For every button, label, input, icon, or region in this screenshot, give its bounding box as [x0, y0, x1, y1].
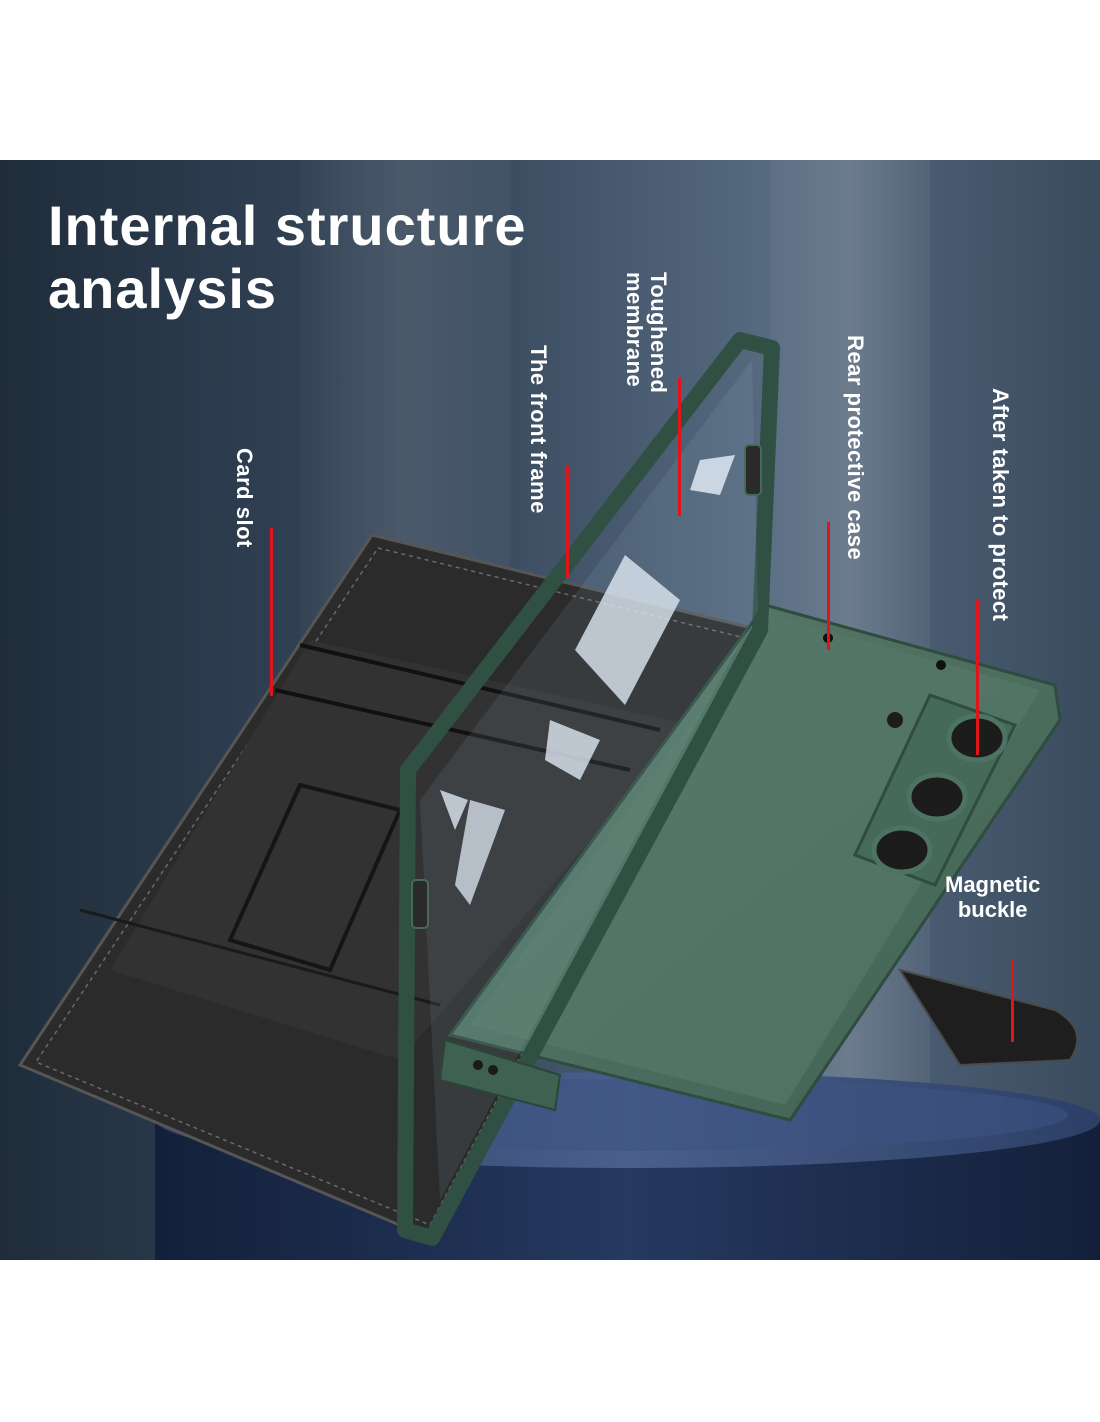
case-hinge [438, 1038, 562, 1112]
label-card-slot: Card slot [232, 448, 257, 548]
magnetic-buckle-strap [897, 968, 1079, 1067]
label-after-taken-to-protect: After taken to protect [988, 388, 1013, 622]
title-line-1: Internal structure [48, 194, 527, 257]
label-magnetic-line-1: Magnetic [945, 872, 1041, 897]
label-toughened-line-1: Toughened [646, 272, 671, 394]
label-magnetic-buckle: Magnetic buckle [945, 872, 1040, 922]
product-image-panel: Internal structure analysis Card slot Th… [0, 160, 1100, 1260]
pointer-toughened-membrane [678, 378, 681, 516]
pointer-after-taken-to-protect [976, 600, 979, 755]
phone-case-illustration [17, 332, 1100, 1260]
label-toughened-membrane: Toughened membrane [622, 272, 671, 394]
label-front-frame: The front frame [526, 345, 551, 514]
pointer-front-frame [566, 465, 569, 577]
pointer-magnetic-buckle [1011, 960, 1014, 1042]
label-rear-protective-case: Rear protective case [843, 335, 868, 561]
pointer-card-slot [270, 528, 273, 696]
front-frame [397, 332, 780, 1246]
label-magnetic-line-2: buckle [957, 897, 1028, 922]
title-line-2: analysis [48, 257, 278, 320]
rear-protective-case [447, 603, 1062, 1122]
label-toughened-line-2: membrane [622, 272, 647, 388]
pointer-rear-protective-case [827, 522, 830, 650]
page-title: Internal structure analysis [48, 194, 527, 320]
